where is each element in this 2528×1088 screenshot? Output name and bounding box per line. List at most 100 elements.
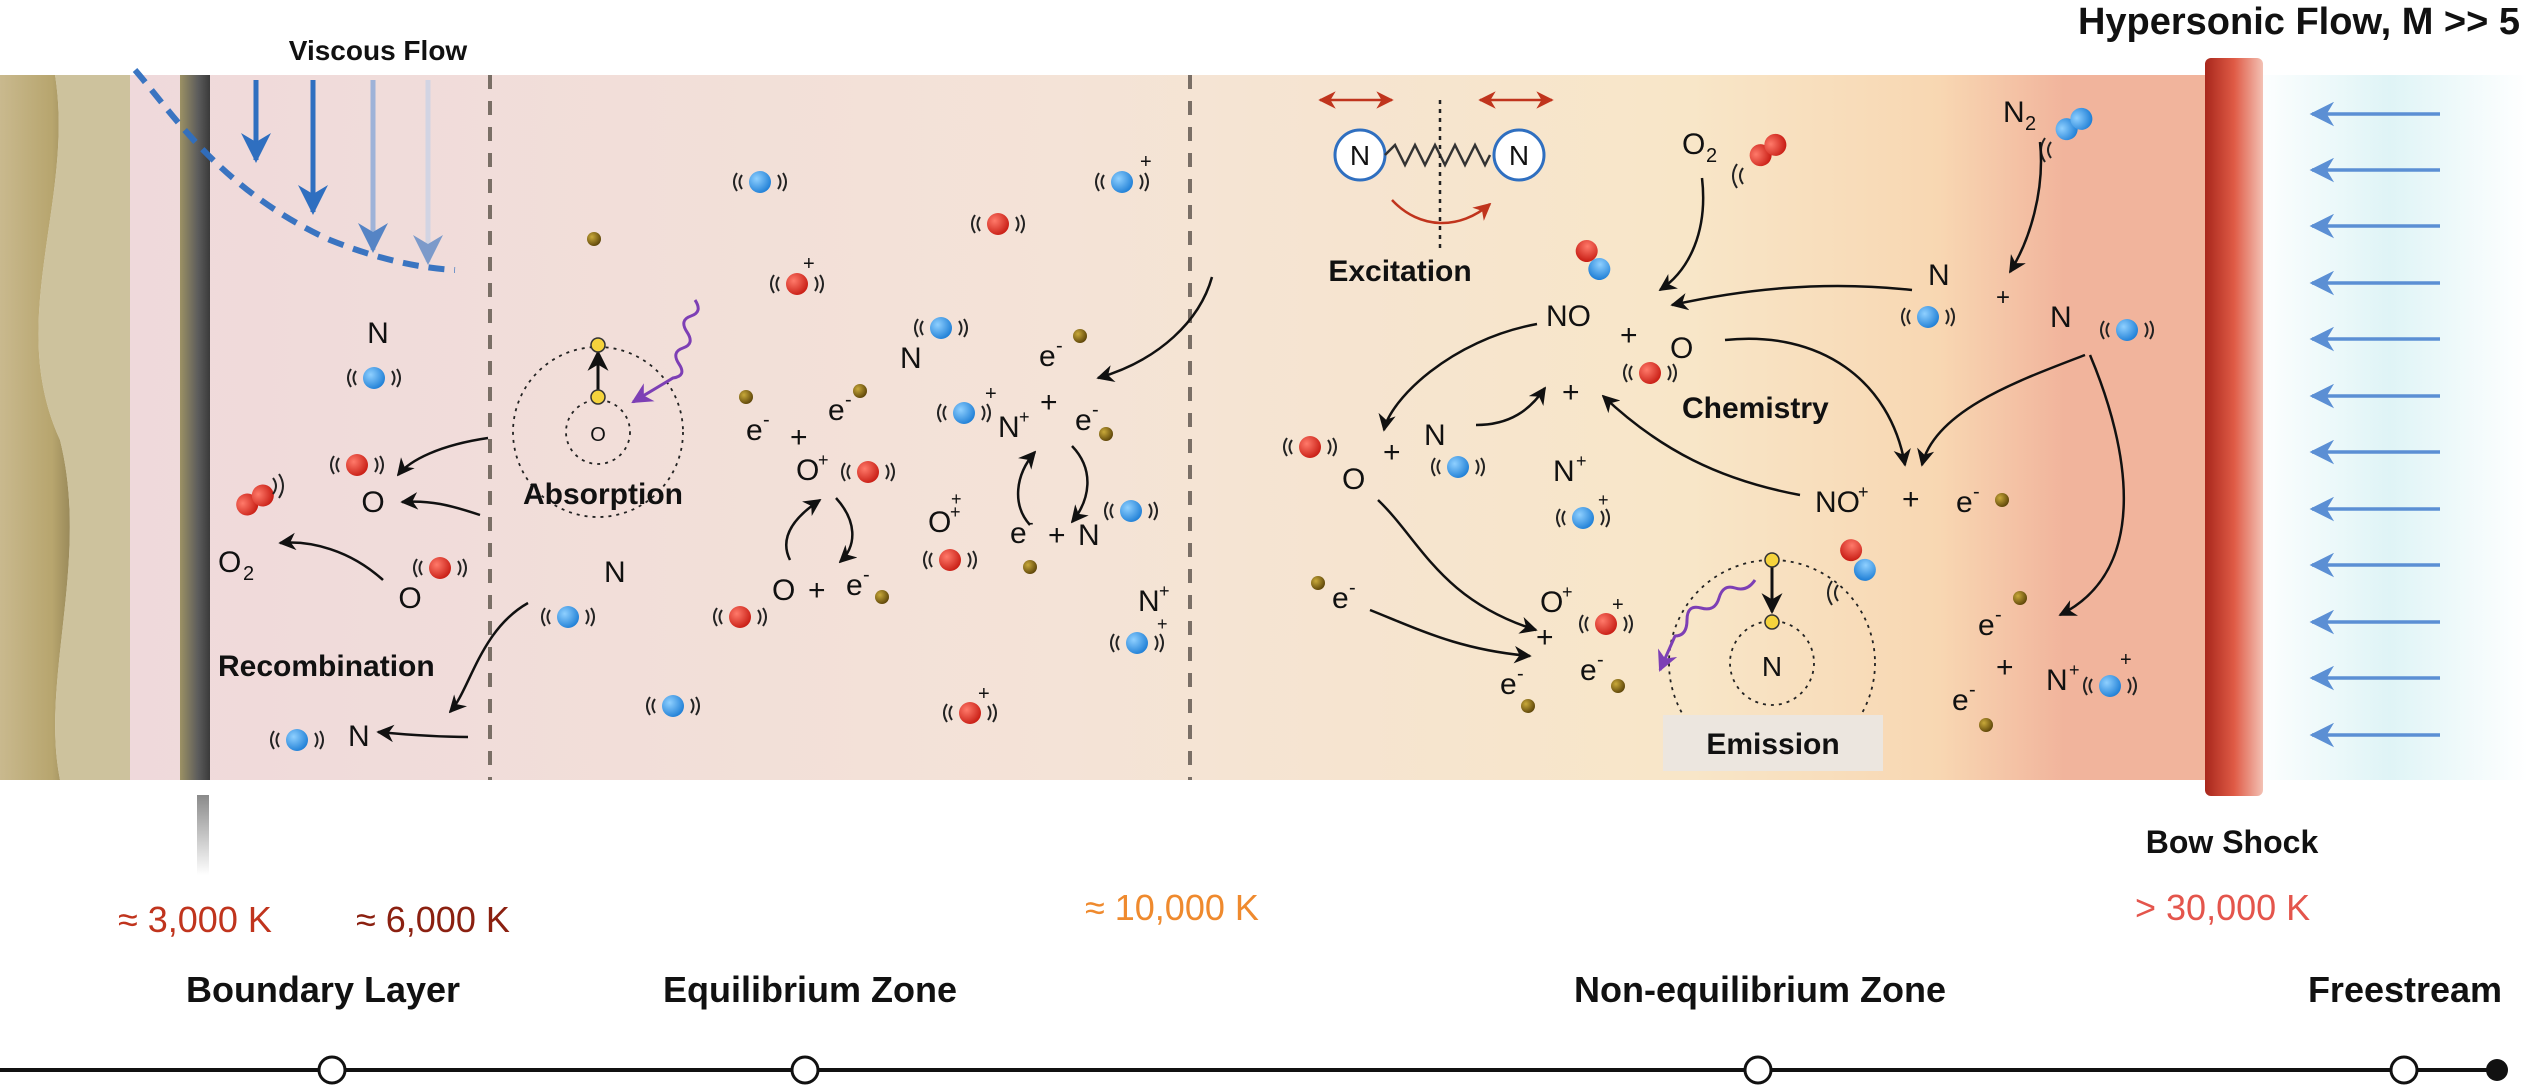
svg-text:O: O	[398, 582, 421, 615]
emission-illustration: N Emission	[1658, 552, 1883, 771]
svg-text:O: O	[218, 546, 241, 579]
svg-text:+: +	[818, 450, 829, 470]
svg-text:+: +	[978, 683, 990, 705]
svg-text:-: -	[1969, 679, 1976, 701]
svg-text:e: e	[1010, 517, 1027, 550]
bow-shock-label: Bow Shock	[2146, 824, 2319, 860]
svg-text:e: e	[1075, 404, 1092, 437]
svg-text:N: N	[1424, 419, 1446, 452]
boundary-layer-species: N O O 2 O N N Recombination	[218, 317, 626, 753]
chemistry-label: Chemistry	[1682, 392, 1829, 425]
emission-label: Emission	[1706, 728, 1839, 761]
svg-text:O: O	[928, 506, 951, 539]
svg-text:2: 2	[2025, 113, 2036, 135]
svg-text:O: O	[1682, 128, 1705, 161]
timeline-node-boundary	[317, 1055, 347, 1085]
svg-text:+: +	[1598, 490, 1609, 510]
svg-text:+: +	[1562, 376, 1580, 409]
svg-text:O: O	[1670, 332, 1693, 365]
svg-text:-: -	[1597, 649, 1604, 671]
svg-text:O: O	[361, 486, 384, 519]
svg-text:NO: NO	[1815, 486, 1860, 519]
svg-text:N: N	[2003, 96, 2025, 129]
zone-boundary-layer: Boundary Layer	[186, 969, 460, 1010]
svg-text:O: O	[1342, 463, 1365, 496]
freestream-background	[2250, 75, 2528, 780]
svg-text:e: e	[1952, 684, 1969, 717]
svg-text:+: +	[1019, 407, 1030, 427]
svg-text:+: +	[1536, 621, 1554, 654]
svg-text:+: +	[1902, 483, 1920, 516]
zone-equilibrium: Equilibrium Zone	[663, 969, 957, 1010]
svg-text:2: 2	[243, 563, 254, 585]
recombination-label: Recombination	[218, 650, 435, 683]
equilibrium-species: + + N e - e - e - + O + O + e - + N + + …	[587, 151, 1214, 724]
svg-text:N: N	[1928, 259, 1950, 292]
svg-text:+: +	[2120, 649, 2132, 671]
svg-text:N: N	[1350, 140, 1370, 171]
svg-text:O: O	[1540, 586, 1563, 619]
vehicle-skin	[38, 75, 130, 780]
svg-text:N: N	[1762, 651, 1782, 682]
svg-text:+: +	[1858, 482, 1869, 502]
nonequilibrium-species: O 2 N 2 NO + O Chemistry N + N + O + N N…	[1283, 96, 2154, 732]
svg-text:e: e	[1332, 582, 1349, 615]
title: Hypersonic Flow, M >> 5	[2078, 1, 2520, 43]
excitation-illustration: N N Excitation	[1318, 91, 1554, 288]
freestream-arrows	[2309, 101, 2440, 748]
excitation-label: Excitation	[1328, 255, 1471, 288]
svg-text:+: +	[2069, 660, 2080, 680]
svg-text:N: N	[2050, 301, 2072, 334]
svg-text:+: +	[790, 421, 808, 454]
svg-text:+: +	[1159, 581, 1170, 601]
svg-text:-: -	[1995, 604, 2002, 626]
svg-text:-: -	[1027, 512, 1034, 534]
svg-text:+: +	[1562, 582, 1573, 602]
temp-10000: ≈ 10,000 K	[1085, 887, 1259, 928]
svg-text:+: +	[803, 253, 815, 275]
timeline-node-nonequilibrium	[1743, 1055, 1773, 1085]
svg-text:N: N	[1138, 585, 1160, 618]
svg-text:e: e	[1500, 668, 1517, 701]
zone-nonequilibrium: Non-equilibrium Zone	[1574, 969, 1946, 1010]
svg-text:e: e	[746, 414, 763, 447]
svg-text:-: -	[1092, 399, 1099, 421]
svg-text:N: N	[900, 342, 922, 375]
svg-text:+: +	[1140, 151, 1152, 173]
svg-text:+: +	[1996, 284, 2010, 311]
svg-text:-: -	[863, 564, 870, 586]
svg-text:+: +	[1996, 651, 2014, 684]
svg-text:O: O	[796, 454, 819, 487]
absorption-label: Absorption	[523, 478, 683, 511]
svg-text:O: O	[590, 424, 606, 446]
zone-freestream: Freestream	[2308, 969, 2502, 1010]
svg-text:+: +	[1383, 436, 1401, 469]
temp-6000: ≈ 6,000 K	[356, 899, 510, 940]
svg-text:+: +	[985, 383, 997, 405]
bow-shock	[2205, 58, 2263, 796]
svg-text:e: e	[846, 569, 863, 602]
svg-text:-: -	[763, 409, 770, 431]
svg-text:-: -	[845, 389, 852, 411]
absorption-illustration: O Absorption	[512, 299, 700, 518]
flow-field-background	[130, 75, 2210, 780]
svg-text:NO: NO	[1546, 300, 1591, 333]
svg-text:N: N	[2046, 664, 2068, 697]
vehicle-body	[0, 75, 70, 780]
svg-text:e: e	[1039, 340, 1056, 373]
svg-text:2: 2	[1706, 145, 1717, 167]
svg-text:N: N	[1509, 140, 1529, 171]
viscous-flow-label: Viscous Flow	[289, 35, 468, 66]
svg-text:+: +	[808, 574, 826, 607]
svg-text:N: N	[1078, 519, 1100, 552]
svg-text:+: +	[1576, 451, 1587, 471]
svg-text:e: e	[828, 394, 845, 427]
svg-text:+: +	[1040, 386, 1058, 419]
temp-30000: > 30,000 K	[2135, 887, 2310, 928]
svg-text:O: O	[772, 574, 795, 607]
svg-text:+: +	[950, 502, 961, 522]
svg-text:+: +	[1620, 319, 1638, 352]
svg-text:+: +	[951, 489, 962, 509]
svg-text:-: -	[1517, 663, 1524, 685]
